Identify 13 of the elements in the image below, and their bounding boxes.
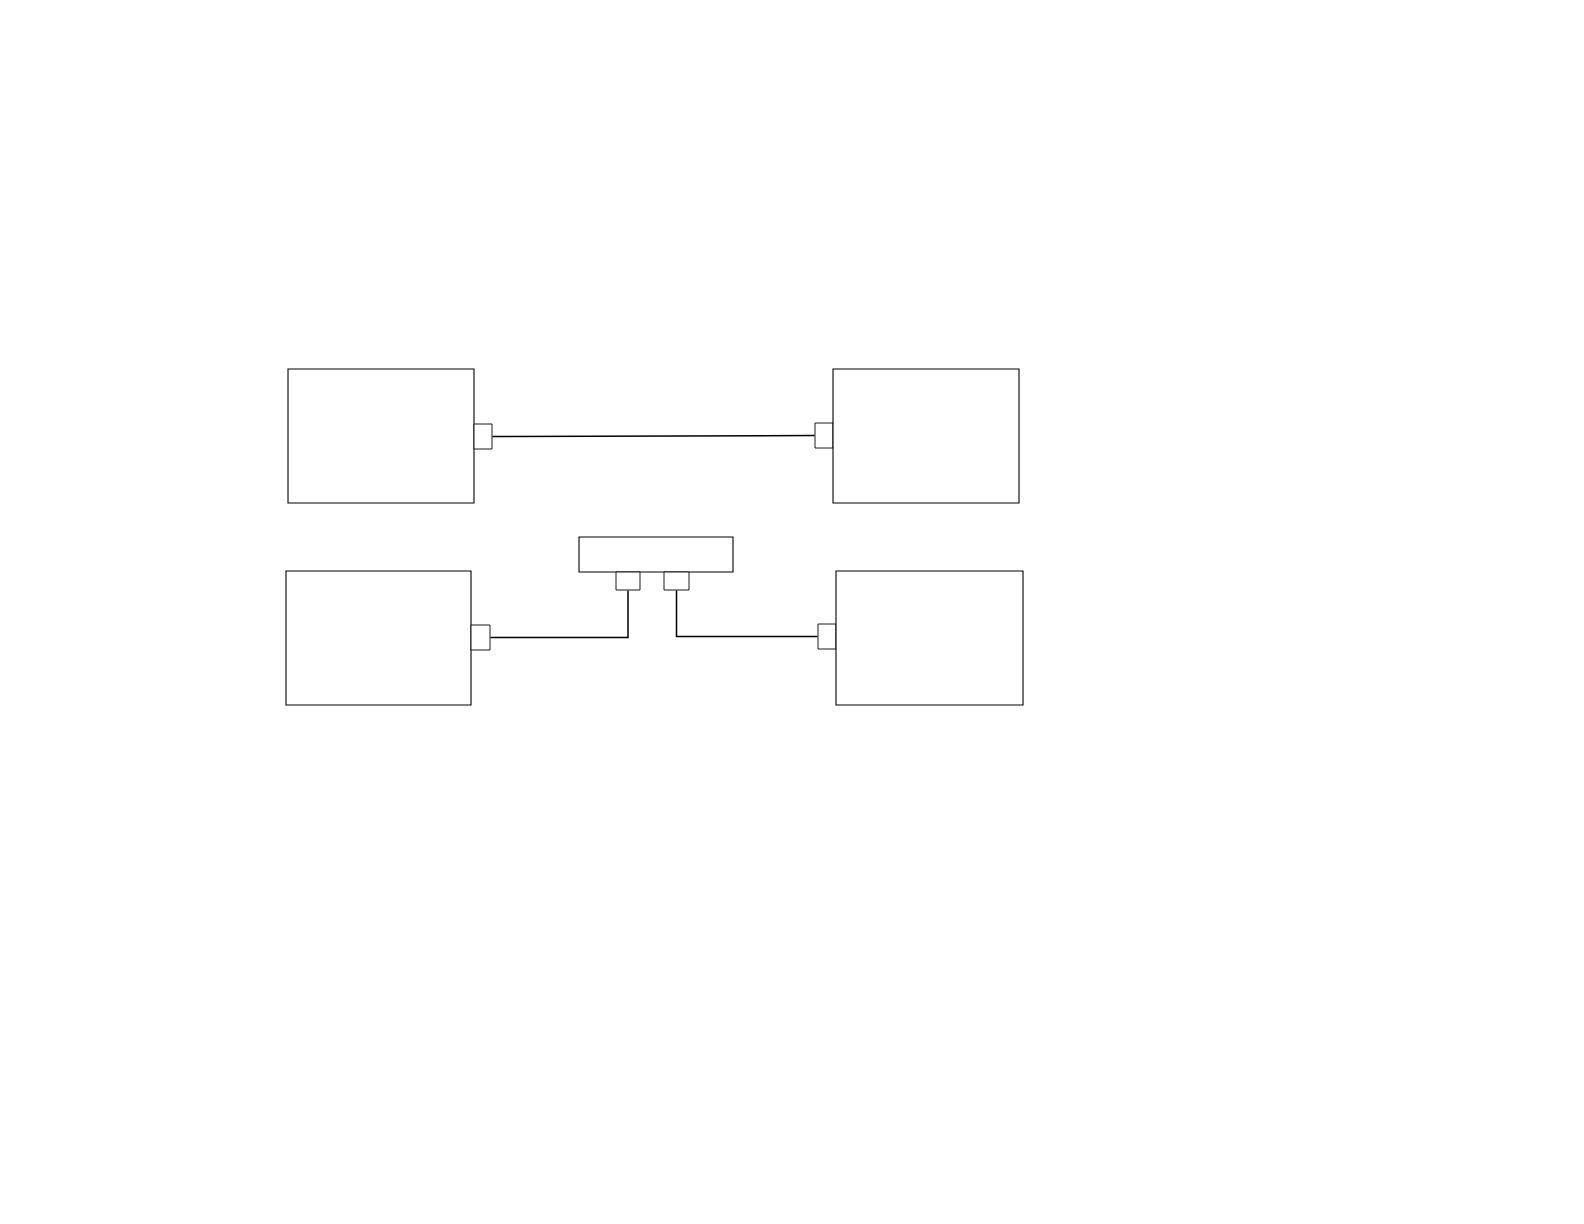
port-square [615,571,641,591]
device-box [835,570,1024,706]
cable-line [675,589,819,638]
device-box [285,570,472,706]
cable-line [489,589,629,639]
device-box [832,368,1020,504]
device-box [287,368,475,504]
port-square [663,571,690,591]
port-square [814,422,834,449]
port-square [473,423,493,450]
port-square [817,623,837,650]
port-square [470,624,491,651]
cable-line [491,434,816,438]
